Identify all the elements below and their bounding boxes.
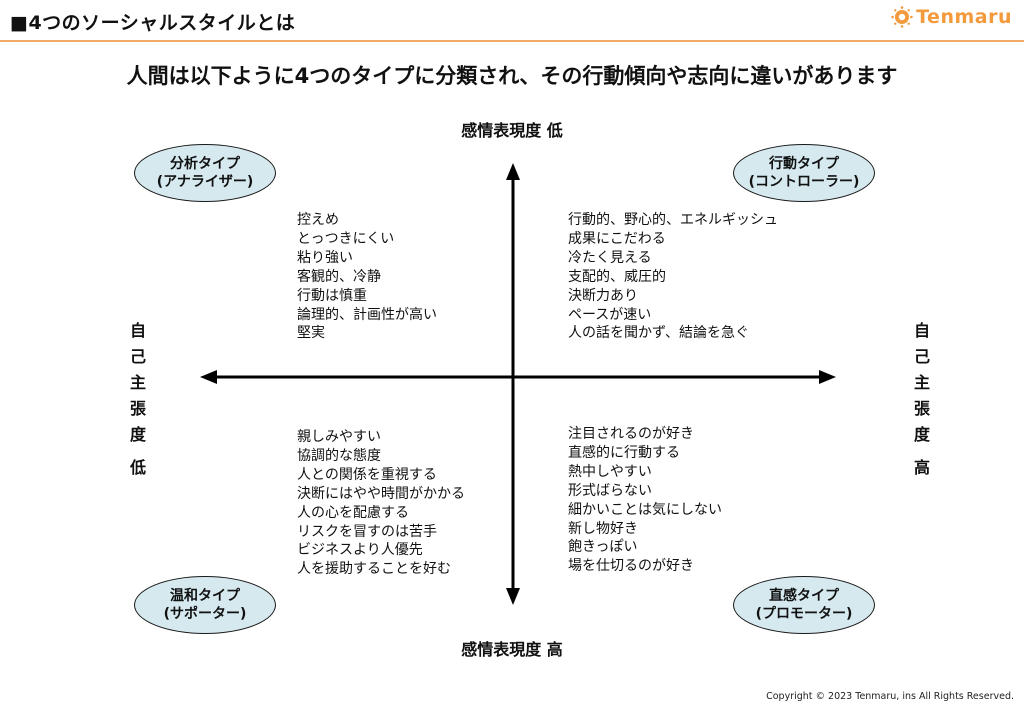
axis-right-vertical-text: 自己主張度 <box>913 321 930 444</box>
traits-controller: 行動的、野心的、エネルギッシュ 成果にこだわる 冷たく見える 支配的、威圧的 決… <box>568 211 778 343</box>
type-name: 温和タイプ <box>170 588 240 604</box>
trait-item: 直感的に行動する <box>568 444 680 461</box>
trait-item: 場を仕切るのが好き <box>568 558 694 575</box>
trait-item: 人の心を配慮する <box>297 504 409 521</box>
axis-label-right: 自己主張度 高 <box>911 318 933 476</box>
traits-promoter: 注目されるのが好き 直感的に行動する 熱中しやすい 形式ばらない 細かいことは気… <box>568 425 722 576</box>
trait-item: 論理的、計画性が高い <box>297 306 437 323</box>
type-name: 行動タイプ <box>769 156 839 172</box>
copyright-text: Copyright © 2023 Tenmaru, ins All Rights… <box>766 691 1014 702</box>
axis-label-left: 自己主張度 低 <box>127 318 149 476</box>
type-name: 分析タイプ <box>170 156 240 172</box>
axis-label-top: 感情表現度 低 <box>461 121 563 140</box>
trait-item: 決断力あり <box>568 287 638 304</box>
axis-left-vertical-text: 自己主張度 <box>129 321 146 444</box>
trait-item: 行動は慎重 <box>297 287 367 304</box>
left-arrow-head <box>200 370 217 384</box>
trait-item: 決断にはやや時間がかかる <box>297 485 465 502</box>
type-subname: (アナライザー) <box>156 174 254 190</box>
trait-item: 熱中しやすい <box>568 463 652 480</box>
trait-item: 飽きっぽい <box>568 539 638 556</box>
axis-left-level: 低 <box>129 458 146 477</box>
page-title: ■4つのソーシャルスタイルとは <box>10 12 296 34</box>
trait-item: 新し物好き <box>568 520 638 537</box>
trait-item: ペースが速い <box>568 306 652 323</box>
type-ellipse-controller: 行動タイプ (コントローラー) <box>733 144 875 202</box>
trait-item: 堅実 <box>297 325 325 342</box>
trait-item: 親しみやすい <box>297 429 381 445</box>
sun-logo-icon <box>891 6 913 28</box>
down-arrow-head <box>506 588 520 605</box>
trait-item: 成果にこだわる <box>568 230 666 247</box>
trait-item: リスクを冒すのは苦手 <box>297 523 437 540</box>
trait-item: 粘り強い <box>297 249 353 266</box>
trait-item: 人との関係を重視する <box>297 466 437 483</box>
type-ellipse-analyzer: 分析タイプ (アナライザー) <box>134 144 276 202</box>
trait-item: 注目されるのが好き <box>568 426 694 442</box>
header-divider <box>0 40 1024 42</box>
diagram-subtitle: 人間は以下ように4つのタイプに分類され、その行動傾向や志向に違いがあります <box>126 64 898 88</box>
right-arrow-head <box>819 370 836 384</box>
trait-item: 冷たく見える <box>568 249 652 266</box>
trait-item: ビジネスより人優先 <box>297 542 423 559</box>
trait-item: 行動的、野心的、エネルギッシュ <box>568 212 778 228</box>
up-arrow-head <box>506 163 520 180</box>
type-subname: (コントローラー) <box>748 174 860 190</box>
type-subname: (サポーター) <box>163 606 247 622</box>
logo-text: Tenmaru <box>916 6 1012 28</box>
trait-item: 人を援助することを好む <box>297 561 451 578</box>
trait-item: 人の話を聞かず、結論を急ぐ <box>568 325 750 342</box>
trait-item: 形式ばらない <box>568 482 652 499</box>
type-name: 直感タイプ <box>769 588 839 604</box>
trait-item: 控えめ <box>297 212 339 228</box>
trait-item: 支配的、威圧的 <box>568 268 666 285</box>
trait-item: 細かいことは気にしない <box>568 501 722 518</box>
type-subname: (プロモーター) <box>755 606 853 622</box>
axis-right-level: 高 <box>913 458 930 477</box>
trait-item: 客観的、冷静 <box>297 268 381 285</box>
brand-logo: Tenmaru <box>891 6 1012 28</box>
axis-label-bottom: 感情表現度 高 <box>461 640 563 659</box>
type-ellipse-supporter: 温和タイプ (サポーター) <box>134 576 276 634</box>
type-ellipse-promoter: 直感タイプ (プロモーター) <box>733 576 875 634</box>
trait-item: 協調的な態度 <box>297 447 381 464</box>
traits-analyzer: 控えめ とっつきにくい 粘り強い 客観的、冷静 行動は慎重 論理的、計画性が高い… <box>297 211 437 343</box>
traits-supporter: 親しみやすい 協調的な態度 人との関係を重視する 決断にはやや時間がかかる 人の… <box>297 428 465 579</box>
trait-item: とっつきにくい <box>297 230 395 247</box>
